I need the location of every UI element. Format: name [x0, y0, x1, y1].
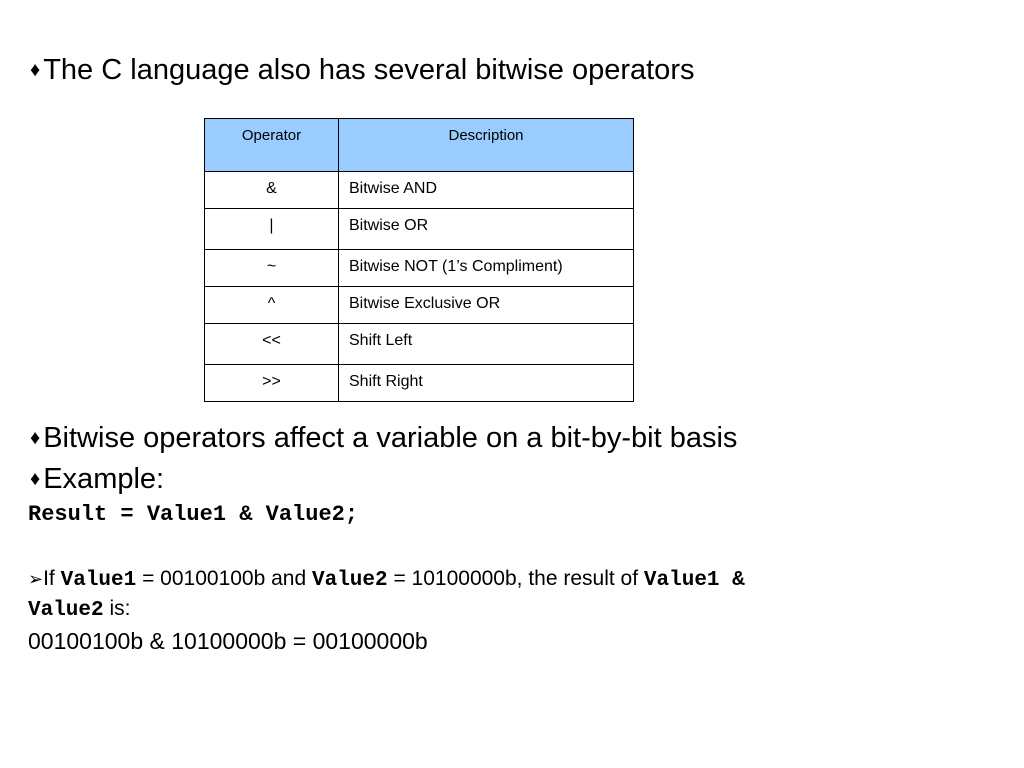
var-value2: Value2 — [312, 569, 388, 592]
operator-cell: >> — [204, 364, 339, 402]
explanation-line-1: ➢If Value1 = 00100100b and Value2 = 1010… — [28, 563, 745, 596]
result-line: 00100100b & 10100000b = 00100000b — [28, 628, 428, 654]
header-operator: Operator — [204, 118, 339, 172]
var-value2-cont: Value2 — [28, 599, 104, 622]
eq-text-2: = 10100000b, the result of — [387, 567, 644, 590]
table-row: & Bitwise AND — [204, 171, 634, 209]
eq-text-1: = 00100100b and — [136, 567, 312, 590]
table-row: ~ Bitwise NOT (1’s Compliment) — [204, 249, 634, 287]
var-value1: Value1 — [60, 569, 137, 592]
description-cell: Bitwise Exclusive OR — [338, 286, 634, 324]
bullet-example: ♦Example: — [30, 462, 164, 496]
description-cell: Bitwise AND — [338, 171, 634, 209]
bullet-effect: ♦Bitwise operators affect a variable on … — [30, 421, 737, 455]
table-header-row: Operator Description — [204, 118, 634, 172]
table-row: >> Shift Right — [204, 364, 634, 402]
table-row: | Bitwise OR — [204, 208, 634, 250]
bullet-effect-text: Bitwise operators affect a variable on a… — [43, 422, 738, 454]
arrow-bullet-icon: ➢ — [28, 569, 44, 589]
table-row: << Shift Left — [204, 323, 634, 365]
var-value1-and: Value1 & — [643, 569, 745, 592]
diamond-bullet-icon: ♦ — [30, 468, 41, 490]
bullet-intro-text: The C language also has several bitwise … — [43, 54, 695, 86]
operators-table: Operator Description & Bitwise AND | Bit… — [204, 118, 634, 402]
operator-cell: ~ — [204, 249, 339, 287]
bullet-example-text: Example: — [43, 463, 165, 495]
description-cell: Shift Right — [338, 364, 634, 402]
operator-cell: ^ — [204, 286, 339, 324]
description-cell: Bitwise NOT (1’s Compliment) — [338, 249, 634, 287]
operator-cell: & — [204, 171, 339, 209]
description-cell: Bitwise OR — [338, 208, 634, 250]
is-word: is: — [103, 597, 131, 620]
if-word: If — [43, 567, 55, 590]
header-description: Description — [338, 118, 634, 172]
diamond-bullet-icon: ♦ — [30, 59, 41, 81]
explanation-line-2: Value2 is: — [28, 593, 130, 626]
bullet-intro: ♦The C language also has several bitwise… — [30, 53, 694, 87]
operator-cell: | — [204, 208, 339, 250]
table-row: ^ Bitwise Exclusive OR — [204, 286, 634, 324]
operator-cell: << — [204, 323, 339, 365]
description-cell: Shift Left — [338, 323, 634, 365]
code-line: Result = Value1 & Value2; — [28, 502, 359, 527]
diamond-bullet-icon: ♦ — [30, 427, 41, 449]
